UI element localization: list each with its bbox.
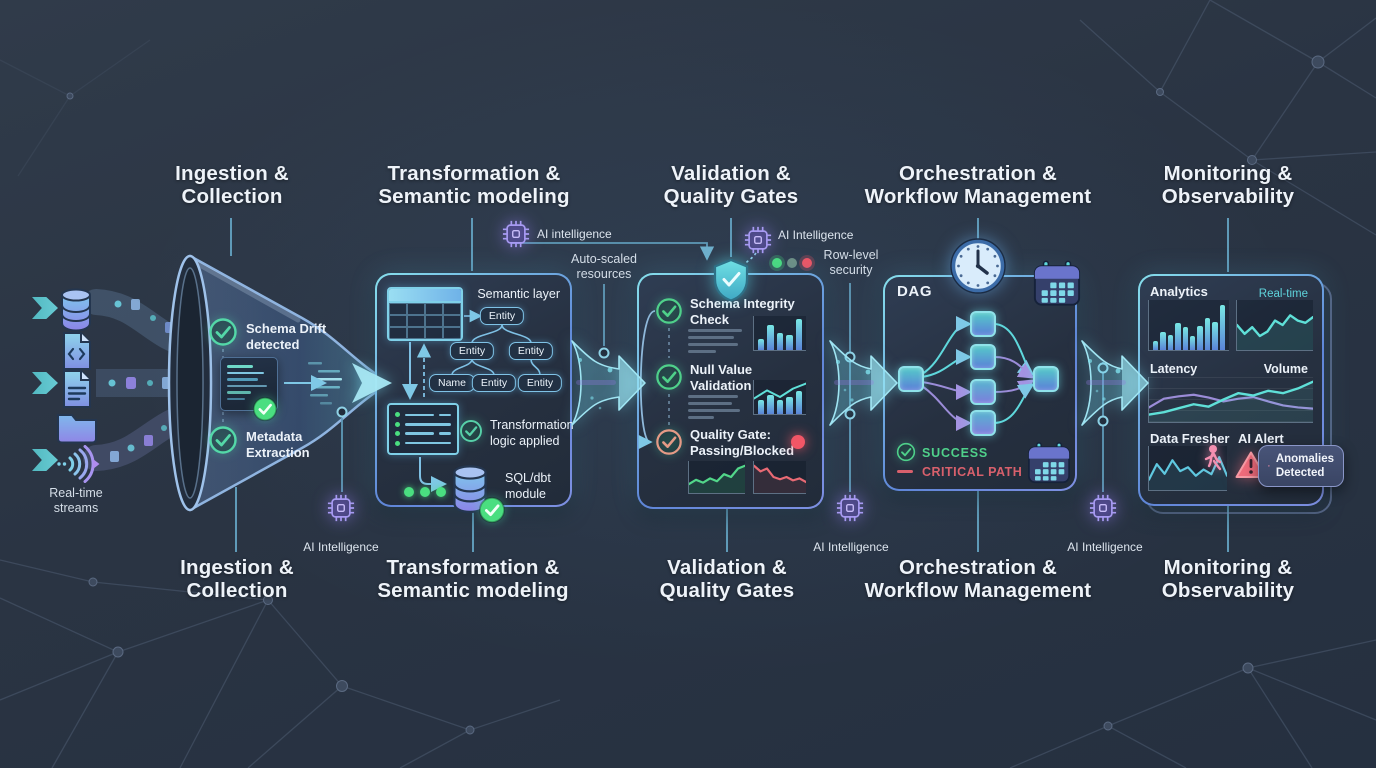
entity-node: Entity xyxy=(479,307,525,325)
ai-intelligence-label-top-left: AI intelligence xyxy=(537,227,612,241)
entity-tree-links xyxy=(402,309,541,492)
critical-path-dash xyxy=(897,470,913,473)
title-top-ingestion: Ingestion &Collection xyxy=(175,162,289,208)
title-bottom-monitoring: Monitoring &Observability xyxy=(1161,556,1295,602)
status-dot xyxy=(404,487,414,497)
table-rows-icon xyxy=(387,403,459,455)
flow-arrow-4 xyxy=(1081,340,1149,426)
table-icon xyxy=(387,287,463,341)
dag-label: DAG xyxy=(897,283,933,300)
ai-annotation-wires xyxy=(341,242,1104,492)
latency-volume-chart xyxy=(1148,377,1313,423)
shield-check-icon xyxy=(712,258,750,302)
entity-node: Name xyxy=(428,374,476,392)
ai-intelligence-label-bottom-right: AI Intelligence xyxy=(1067,540,1143,554)
title-top-validation: Validation &Quality Gates xyxy=(663,162,799,208)
null-validation-chart xyxy=(753,380,806,415)
calendar-icon xyxy=(1026,442,1072,484)
analytics-bar-chart xyxy=(1148,300,1229,351)
critical-path-legend-label: CRITICAL PATH xyxy=(922,465,1023,479)
source-arrow-icon xyxy=(32,449,58,471)
flow-arrow-2 xyxy=(571,340,646,426)
ai-intelligence-label-bottom-left: AI Intelligence xyxy=(303,540,379,554)
title-top-transformation: Transformation &Semantic modeling xyxy=(378,162,570,208)
quality-gate-label: Quality Gate:Passing/Blocked xyxy=(690,427,795,458)
title-bottom-ingestion: Ingestion &Collection xyxy=(180,556,294,602)
realtime-line-chart xyxy=(1236,300,1313,351)
blocked-status-dot xyxy=(791,435,805,449)
schema-check-bar-chart xyxy=(753,316,806,351)
wire-pins xyxy=(336,347,1109,427)
title-bottom-validation: Validation &Quality Gates xyxy=(659,556,795,602)
success-legend-label: SUCCESS xyxy=(922,446,989,460)
text-skeleton xyxy=(688,329,742,353)
source-arrow-icon xyxy=(32,372,58,394)
latency-label: Latency xyxy=(1150,362,1198,376)
ai-alert-label: AI Alert xyxy=(1238,431,1284,446)
entity-node: Entity xyxy=(508,342,554,360)
validation-flow-arc xyxy=(638,310,670,450)
status-dot xyxy=(420,487,430,497)
calendar-icon xyxy=(1032,260,1082,307)
flow-arrow-3 xyxy=(829,340,898,426)
ai-intelligence-label-bottom-mid: AI Intelligence xyxy=(813,540,889,554)
dag-edges xyxy=(921,316,1035,431)
title-bottom-transformation: Transformation &Semantic modeling xyxy=(377,556,569,602)
volume-label: Volume xyxy=(1263,362,1308,376)
funnel-arrowhead xyxy=(352,363,392,403)
status-dot xyxy=(436,487,446,497)
dag-node xyxy=(1033,366,1059,392)
validation-panel xyxy=(637,273,824,509)
bell-icon xyxy=(1268,456,1270,476)
blocked-trend-chart xyxy=(753,461,806,494)
realtime-badge: Real-time xyxy=(1258,288,1308,300)
data-fresher-label: Data Fresher xyxy=(1150,431,1230,446)
analytics-label: Analytics xyxy=(1150,284,1208,299)
entity-node: Entity xyxy=(471,374,517,392)
anomaly-person-icon xyxy=(1200,443,1226,473)
title-top-monitoring: Monitoring &Observability xyxy=(1161,162,1295,208)
entity-node: Entity xyxy=(517,374,563,392)
title-bottom-orchestration: Orchestration &Workflow Management xyxy=(864,556,1092,602)
check-badge-icon xyxy=(478,496,506,524)
stage-connector-lines xyxy=(230,218,1229,552)
scheduler-clock-icon xyxy=(950,238,1006,294)
text-skeleton xyxy=(688,395,740,419)
title-top-orchestration: Orchestration &Workflow Management xyxy=(864,162,1092,208)
dag-node xyxy=(898,366,924,392)
data-fresher-chart xyxy=(1148,446,1227,491)
source-arrow-icon xyxy=(32,297,58,319)
data-particles xyxy=(576,358,1126,410)
passing-trend-chart xyxy=(688,461,745,494)
semantic-layer-label: Semantic layer xyxy=(477,287,560,301)
status-dots xyxy=(769,255,815,271)
ai-intelligence-label-top-right: AI Intelligence xyxy=(778,228,854,242)
entity-node: Entity xyxy=(449,342,495,360)
